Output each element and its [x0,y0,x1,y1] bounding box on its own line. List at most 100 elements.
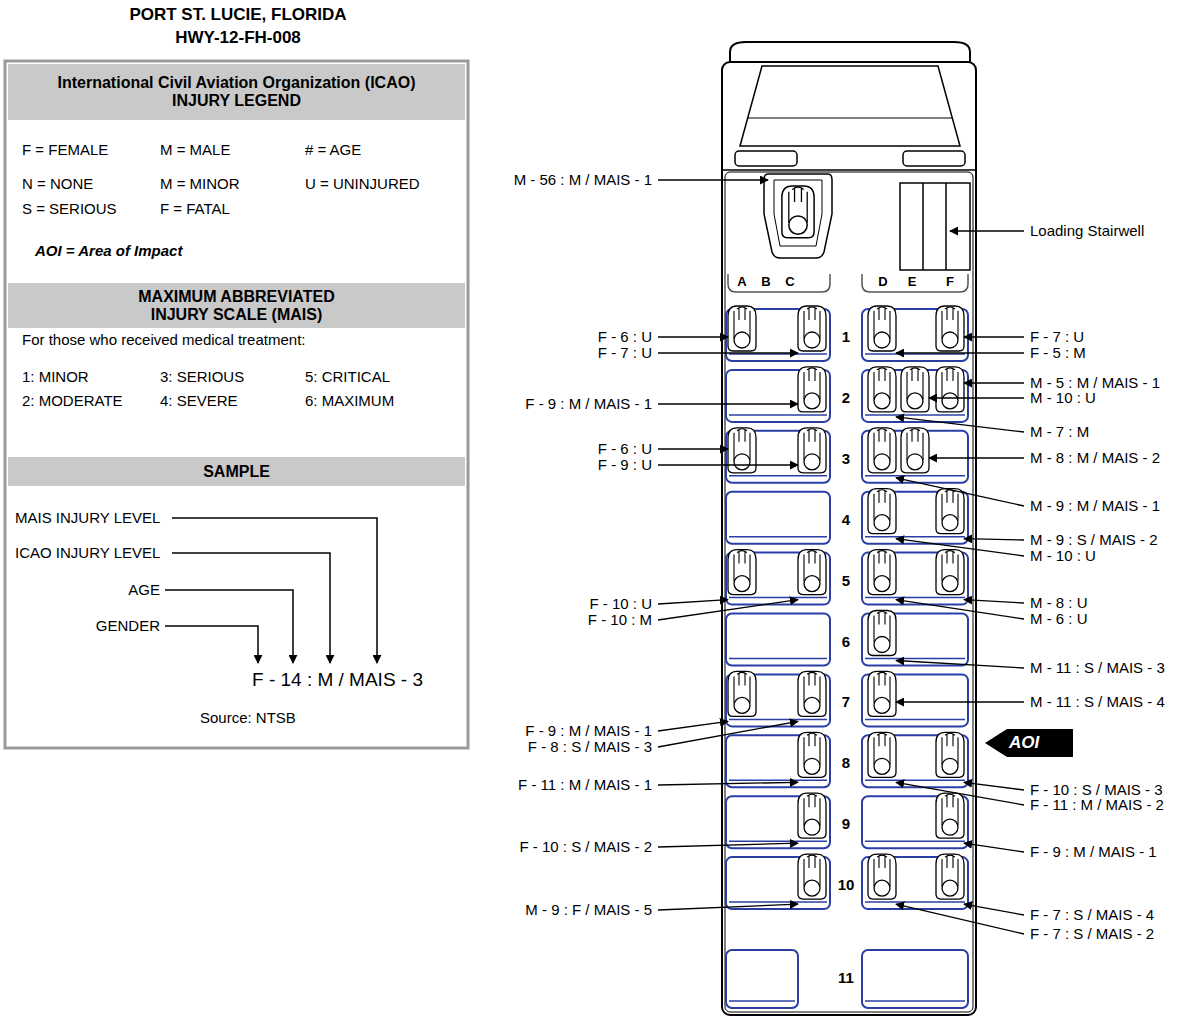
leader-line [964,843,1024,852]
leader-line [896,600,1024,619]
occupant-label: M - 11 : S / MAIS - 3 [1030,659,1165,676]
occupant-body [868,367,896,412]
occupant-head [734,576,750,592]
occupant-figure [936,854,964,899]
legend-entry: Source: NTSB [200,709,296,726]
occupant-figure [728,671,756,716]
occupant-body [728,306,756,351]
occupant-label: F - 7 : S / MAIS - 4 [1030,906,1154,923]
leader-line [658,600,728,604]
row-number: 7 [842,694,850,711]
seat-cushion-edge [729,780,827,782]
leader-line [896,701,1024,702]
occupant-label: M - 7 : M [1030,423,1089,440]
occupant-body [782,186,814,238]
legend-header-band: MAXIMUM ABBREVIATED INJURY SCALE (MAIS) [8,283,465,328]
seat-cushion-edge [729,719,827,721]
occupant-head [874,332,890,348]
leader-line [896,904,1024,934]
occupant-body [868,732,896,777]
occupant-label: M - 9 : S / MAIS - 2 [1030,531,1158,548]
bus-bumper [730,42,970,62]
seat-letter: E [908,275,917,290]
section-heading: International Civil Aviation Organizatio… [42,74,432,111]
sample-leader-line [172,553,330,663]
occupant-head [942,332,958,348]
seat-cushion-edge [865,1000,965,1002]
section-heading: SAMPLE [203,462,270,480]
leader-line [658,721,798,747]
occupant-head [874,758,890,774]
occupant-body [798,428,826,473]
occupant-head [804,393,820,409]
leader-line [896,661,1024,669]
occupant-head [874,880,890,896]
seat-cushion-edge [865,414,965,416]
row-number: 5 [842,572,850,589]
seat-letter: A [737,275,746,290]
bus-front-bump [903,151,965,166]
row-number: 4 [842,511,850,528]
legend-header-band: SAMPLE [8,457,465,486]
legend-entry: 5: CRITICAL [305,368,390,385]
occupant-label: F - 8 : S / MAIS - 3 [528,738,652,755]
legend-body: MAIS INJURY LEVELICAO INJURY LEVELAGEGEN… [8,486,465,744]
legend-entry: 6: MAXIMUM [305,392,394,409]
occupant-figure [798,367,826,412]
seat-cushion-edge [729,414,827,416]
occupant-head [734,697,750,713]
occupant-body [798,671,826,716]
occupant-label: M - 9 : M / MAIS - 1 [1030,497,1160,514]
occupant-body [728,671,756,716]
legend-body: For those who received medical treatment… [8,313,465,457]
occupant-figure [868,732,896,777]
seat-cushion-edge [865,475,965,477]
seat-cushion-edge [729,658,827,660]
occupant-body [936,550,964,595]
occupant-body [868,489,896,534]
sample-leader-line [165,590,293,663]
occupant-figure [936,793,964,838]
occupant-label: M - 56 : M / MAIS - 1 [514,171,652,188]
seat-cushion-edge [865,536,965,538]
legend-entry: F - 14 : M / MAIS - 3 [252,669,423,691]
occupant-head [942,393,958,409]
occupant-body [901,428,929,473]
driver-seat-inner [774,180,822,246]
occupant-head [804,880,820,896]
legend-entry: S = SERIOUS [22,200,117,217]
legend-panel-border [5,61,468,748]
seat-letter: D [878,275,887,290]
seat-cushion-edge [729,1000,795,1002]
occupant-figure [868,611,896,656]
occupant-figure [798,793,826,838]
legend-entry: 1: MINOR [22,368,89,385]
occupant-head [804,758,820,774]
occupant-label: F - 9 : U [598,456,652,473]
occupant-label: F - 9 : M / MAIS - 1 [525,722,652,739]
bus-front-divider [722,169,976,171]
occupant-figure [798,732,826,777]
occupant-figure [728,550,756,595]
occupant-head [734,332,750,348]
aoi-arrow-fill [985,729,1073,757]
row-number: 8 [842,755,850,772]
occupant-figure [868,550,896,595]
legend-entry: MAIS INJURY LEVEL [15,509,160,526]
leader-line [929,397,1024,398]
occupant-head [942,758,958,774]
occupant-label: M - 9 : F / MAIS - 5 [525,901,652,918]
occupant-head [942,515,958,531]
row-number: 1 [842,328,850,345]
part-label: Loading Stairwell [1030,222,1144,239]
seat-bench [726,950,798,1008]
occupant-label: M - 8 : U [1030,594,1088,611]
seat-cushion-edge [729,840,827,842]
occupant-head [942,880,958,896]
leader-line [964,782,1024,790]
leader-line [896,782,1024,805]
occupant-label: F - 10 : U [589,595,652,612]
occupant-figure [868,306,896,351]
occupant-figure [936,550,964,595]
